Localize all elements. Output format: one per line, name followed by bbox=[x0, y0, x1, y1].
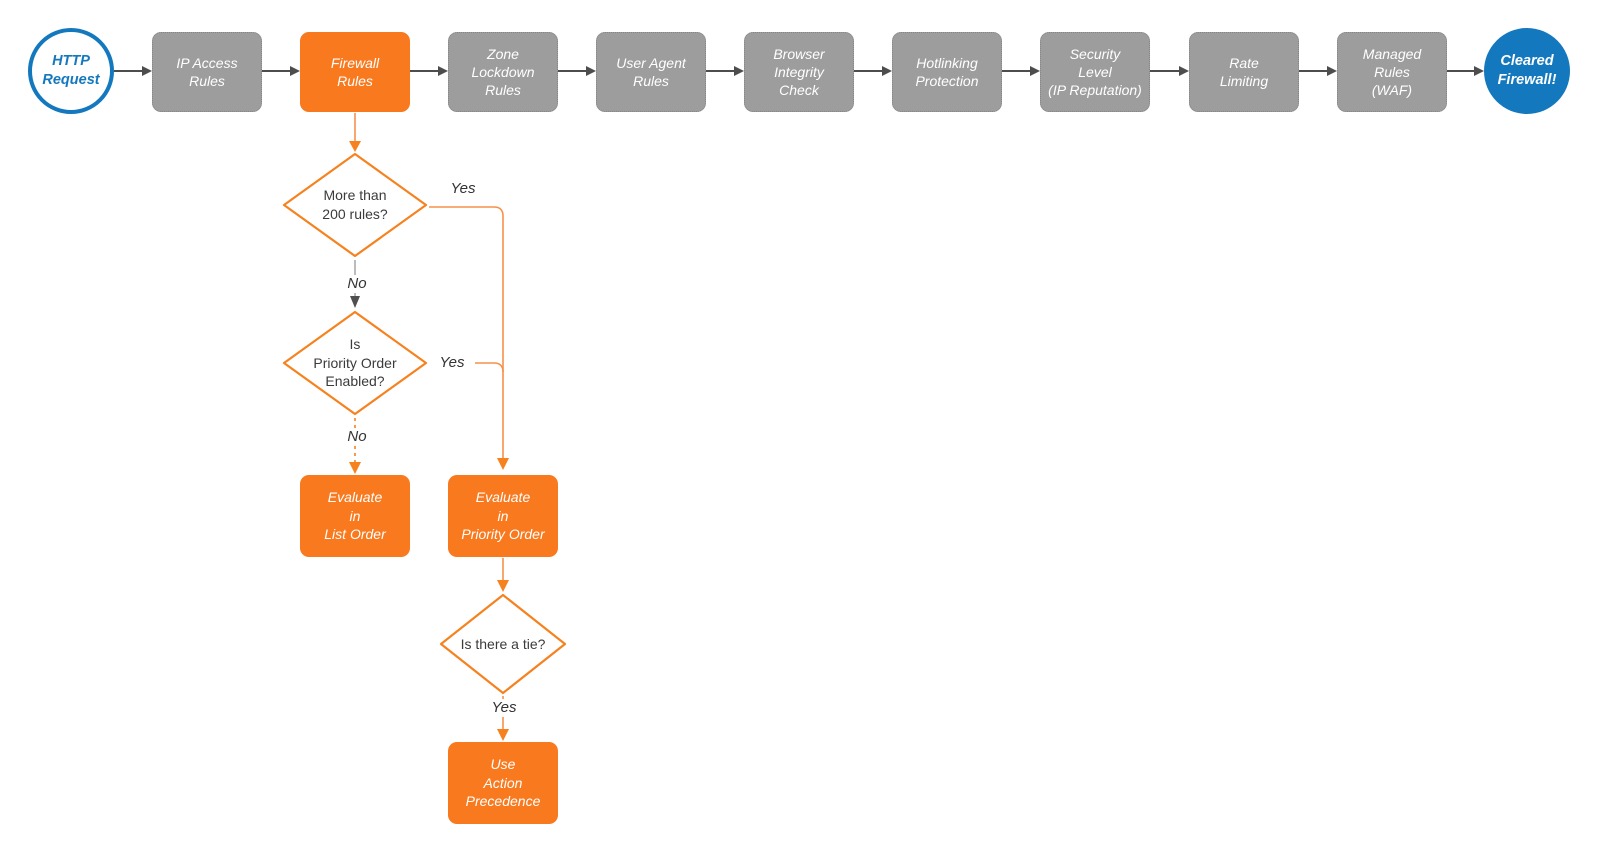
diamond-shape bbox=[282, 152, 428, 258]
process-node-browser-integrity-check: Browser Integrity Check bbox=[744, 32, 854, 112]
decision-node-is-there-a-tie: Is there a tie? bbox=[439, 593, 567, 695]
edge-browser-integrity-to-hotlinking bbox=[854, 66, 892, 76]
process-node-user-agent-rules: User Agent Rules bbox=[596, 32, 706, 112]
process-node-rate-limiting: Rate Limiting bbox=[1189, 32, 1299, 112]
process-node-zone-lockdown-rules: Zone Lockdown Rules bbox=[448, 32, 558, 112]
edge-firewall-to-decision1 bbox=[349, 113, 361, 152]
action-node-label: Evaluate in Priority Order bbox=[461, 488, 545, 543]
process-node-ip-access-rules: IP Access Rules bbox=[152, 32, 262, 112]
edge-zone-lockdown-to-user-agent bbox=[558, 66, 596, 76]
decision-node-more-than-200-rules: More than 200 rules? bbox=[282, 152, 428, 258]
edge-decision2-no-to-list-order bbox=[349, 418, 361, 474]
process-node-label: Rate Limiting bbox=[1219, 54, 1269, 89]
process-node-managed-rules-waf: Managed Rules (WAF) bbox=[1337, 32, 1447, 112]
edge-label-rules-no: No bbox=[337, 275, 377, 293]
edge-user-agent-to-browser-integrity bbox=[706, 66, 744, 76]
process-node-label: Browser Integrity Check bbox=[773, 45, 825, 99]
start-node-http-request: HTTP Request bbox=[28, 28, 114, 114]
process-node-label: Security Level (IP Reputation) bbox=[1048, 45, 1142, 99]
process-node-label: Firewall Rules bbox=[330, 54, 380, 89]
edge-managed-rules-to-end bbox=[1447, 66, 1484, 76]
edge-priority-order-to-decision3 bbox=[497, 558, 509, 592]
edge-decision1-yes-to-priority-order bbox=[429, 206, 509, 470]
process-node-firewall-rules: Firewall Rules bbox=[300, 32, 410, 112]
process-node-label: IP Access Rules bbox=[176, 54, 238, 89]
process-node-label: Hotlinking Protection bbox=[915, 54, 979, 89]
diamond-shape bbox=[439, 593, 567, 695]
process-node-label: Zone Lockdown Rules bbox=[471, 45, 535, 99]
action-node-label: Evaluate in List Order bbox=[324, 488, 386, 543]
edge-hotlinking-to-security-level bbox=[1002, 66, 1040, 76]
decision-node-label: Is there a tie? bbox=[460, 635, 546, 652]
edge-label-tie-yes: Yes bbox=[481, 699, 527, 717]
edge-firewall-to-zone-lockdown bbox=[410, 66, 448, 76]
action-node-use-action-precedence: Use Action Precedence bbox=[448, 742, 558, 824]
action-node-label: Use Action Precedence bbox=[465, 755, 541, 810]
decision-node-label: More than 200 rules? bbox=[322, 187, 388, 222]
process-node-label: Managed Rules (WAF) bbox=[1362, 45, 1422, 99]
edge-start-to-ip-access bbox=[114, 66, 152, 76]
action-node-evaluate-priority-order: Evaluate in Priority Order bbox=[448, 475, 558, 557]
end-node-cleared-firewall: Cleared Firewall! bbox=[1484, 28, 1570, 114]
action-node-evaluate-list-order: Evaluate in List Order bbox=[300, 475, 410, 557]
edge-rate-limiting-to-managed-rules bbox=[1299, 66, 1337, 76]
process-node-label: User Agent Rules bbox=[616, 54, 686, 89]
edge-decision2-yes-join bbox=[429, 362, 504, 373]
edge-security-level-to-rate-limiting bbox=[1150, 66, 1189, 76]
process-node-security-level: Security Level (IP Reputation) bbox=[1040, 32, 1150, 112]
edge-ip-access-to-firewall bbox=[262, 66, 300, 76]
process-node-hotlinking-protection: Hotlinking Protection bbox=[892, 32, 1002, 112]
edge-label-priority-yes: Yes bbox=[429, 354, 475, 372]
edge-label-rules-yes: Yes bbox=[440, 180, 486, 198]
diamond-shape bbox=[282, 310, 428, 416]
edge-label-priority-no: No bbox=[337, 428, 377, 446]
end-node-label: Cleared Firewall! bbox=[1497, 53, 1557, 88]
start-node-label: HTTP Request bbox=[42, 53, 100, 88]
decision-node-priority-order-enabled: Is Priority Order Enabled? bbox=[282, 310, 428, 416]
decision-node-label: Is Priority Order Enabled? bbox=[313, 335, 397, 390]
